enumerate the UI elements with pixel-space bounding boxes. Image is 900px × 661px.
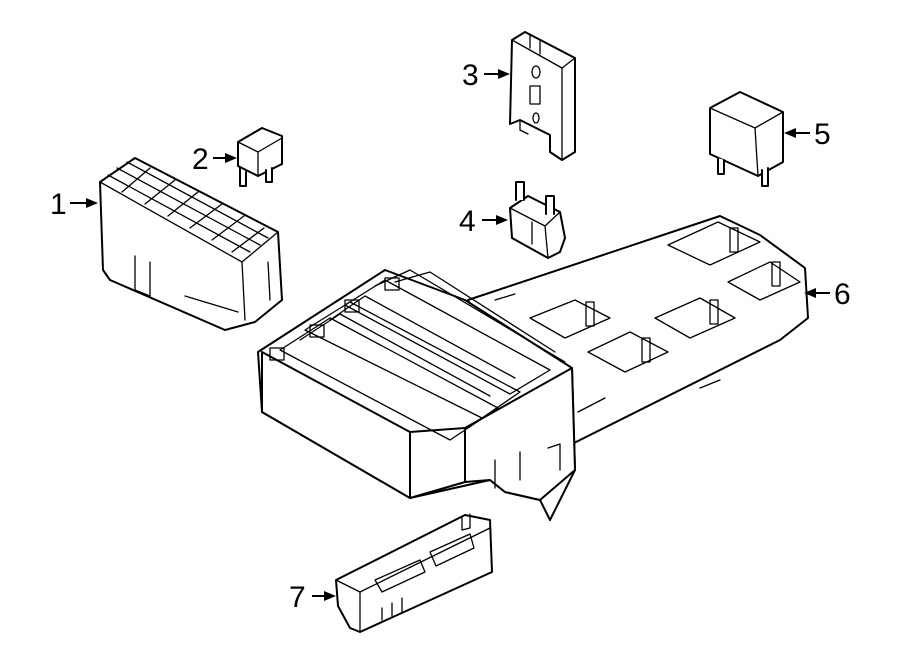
callout-arrow-7 bbox=[312, 591, 336, 601]
callout-label-4: 4 bbox=[459, 205, 476, 238]
callout-arrow-1 bbox=[70, 198, 98, 208]
part-6-carrier-housing bbox=[257, 215, 809, 521]
callout-arrow-2 bbox=[213, 153, 237, 163]
callout-arrow-3 bbox=[484, 69, 510, 79]
part-3-module bbox=[509, 31, 576, 161]
part-5-relay bbox=[709, 91, 784, 187]
callout-arrow-6 bbox=[804, 288, 830, 298]
part-4-fuse bbox=[509, 181, 566, 259]
callout-arrow-4 bbox=[482, 215, 508, 225]
callout-label-3: 3 bbox=[462, 59, 479, 92]
part-7-bracket bbox=[335, 513, 493, 633]
callout-label-5: 5 bbox=[814, 118, 831, 151]
part-1-fuse-box bbox=[99, 157, 283, 331]
part-2-mini-fuse bbox=[237, 127, 283, 187]
callout-label-7: 7 bbox=[289, 581, 306, 614]
callout-label-6: 6 bbox=[834, 278, 851, 311]
callout-label-2: 2 bbox=[192, 143, 209, 176]
callout-arrow-5 bbox=[784, 128, 810, 138]
callout-label-1: 1 bbox=[50, 188, 67, 221]
